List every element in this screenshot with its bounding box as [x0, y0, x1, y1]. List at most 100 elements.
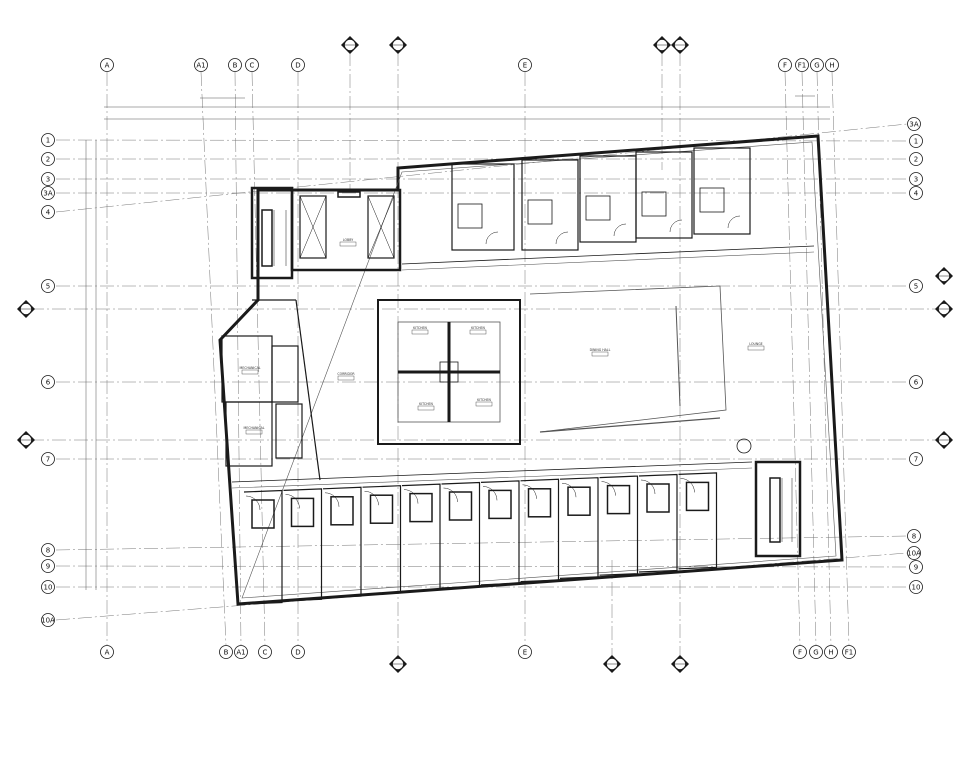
grid-bubble-top-a1: A1 [194, 58, 208, 72]
svg-text:D: D [295, 649, 300, 657]
grid-bubble-top-d: D [291, 58, 305, 72]
north-room-row [401, 147, 815, 271]
section-marker-12 [935, 431, 953, 449]
grid-bubble-left-4: 4 [41, 205, 55, 219]
grid-bubble-right-4: 4 [909, 186, 923, 200]
room-label-lounge: LOUNGE [749, 342, 762, 346]
grid-bubble-left-8: 8 [41, 543, 55, 557]
north-room-1 [451, 163, 515, 251]
section-marker-7 [671, 655, 689, 673]
grid-bubble-top-f: F [778, 58, 792, 72]
svg-text:A1: A1 [236, 649, 245, 657]
section-marker-5 [389, 655, 407, 673]
svg-text:2: 2 [914, 156, 918, 164]
section-marker-8 [17, 300, 35, 318]
svg-text:2: 2 [46, 156, 50, 164]
grid-bubble-right-9: 9 [909, 560, 923, 574]
room-label-mechanical-2: MECHANICAL [243, 426, 264, 430]
grid-bubble-top-a: A [100, 58, 114, 72]
svg-text:B: B [224, 649, 229, 657]
south-room-12 [678, 472, 718, 570]
stair-southeast [736, 438, 802, 558]
section-marker-6 [603, 655, 621, 673]
svg-text:6: 6 [914, 379, 919, 387]
room-label-corridor-west: CORRIDOR [337, 372, 355, 376]
grid-bubble-right-3: 3 [909, 172, 923, 186]
grid-bubble-bottom-h: H [824, 645, 838, 659]
grid-bubble-top-h: H [825, 58, 839, 72]
svg-text:10A: 10A [907, 550, 921, 558]
svg-text:8: 8 [46, 547, 50, 555]
svg-text:8: 8 [912, 533, 916, 541]
grid-bubble-right-3a: 3A [907, 117, 921, 131]
grid-bubble-top-c: C [245, 58, 259, 72]
svg-text:4: 4 [914, 190, 919, 198]
grid-bubble-right-10: 10 [909, 580, 923, 594]
south-room-11 [638, 473, 678, 573]
svg-text:10: 10 [912, 584, 921, 592]
grid-bubble-left-3: 3 [41, 172, 55, 186]
svg-text:7: 7 [46, 456, 50, 464]
grid-lines [30, 52, 940, 668]
grid-bubble-right-1: 1 [909, 134, 923, 148]
south-room-1 [243, 489, 283, 605]
grid-bubble-right-7: 7 [909, 452, 923, 466]
room-label-kitchen-2: KITCHEN [471, 326, 485, 330]
svg-text:5: 5 [914, 283, 918, 291]
dimension-strings [85, 95, 830, 590]
north-room-4 [635, 151, 693, 239]
grid-bubble-bottom-c: C [258, 645, 272, 659]
svg-text:C: C [250, 62, 255, 70]
svg-text:D: D [295, 62, 300, 70]
grid-bubble-bottom-d: D [291, 645, 305, 659]
grid-bubble-left-2: 2 [41, 152, 55, 166]
grid-bubble-right-5: 5 [909, 279, 923, 293]
svg-text:A: A [105, 649, 110, 657]
svg-text:6: 6 [46, 379, 51, 387]
south-room-5 [401, 483, 441, 592]
grid-bubble-bottom-a: A [100, 645, 114, 659]
section-marker-11 [935, 300, 953, 318]
svg-text:7: 7 [914, 456, 918, 464]
svg-text:4: 4 [46, 209, 51, 217]
svg-text:1: 1 [46, 137, 50, 145]
grid-bubble-left-7: 7 [41, 452, 55, 466]
grid-bubble-top-g: G [810, 58, 824, 72]
svg-text:F1: F1 [798, 62, 806, 70]
room-label-dining-hall: DINING HALL [590, 348, 611, 352]
south-room-row [231, 461, 753, 605]
grid-bubble-left-5: 5 [41, 279, 55, 293]
section-marker-9 [17, 431, 35, 449]
svg-text:9: 9 [914, 564, 918, 572]
south-room-8 [520, 478, 560, 583]
svg-text:A1: A1 [196, 62, 205, 70]
north-room-2 [521, 159, 579, 251]
section-marker-3 [653, 36, 671, 54]
room-label-mechanical-1: MECHANICAL [239, 366, 260, 370]
room-label-kitchen-4: KITCHEN [477, 398, 491, 402]
room-label-kitchen-3: KITCHEN [419, 402, 433, 406]
svg-text:G: G [813, 649, 818, 657]
north-room-3 [579, 155, 637, 243]
svg-text:F: F [783, 62, 787, 70]
south-room-6 [441, 481, 481, 589]
grid-bubble-left-6: 6 [41, 375, 55, 389]
grid-bubble-bottom-b: B [219, 645, 233, 659]
grid-bubble-left-10: 10 [41, 580, 55, 594]
svg-text:5: 5 [46, 283, 50, 291]
svg-text:10A: 10A [41, 617, 55, 625]
west-wing [221, 299, 321, 481]
section-markers [17, 36, 953, 673]
room-label-kitchen-1: KITCHEN [413, 326, 427, 330]
south-room-2 [283, 488, 323, 602]
section-marker-4 [671, 36, 689, 54]
grid-bubble-bottom-f1: F1 [842, 645, 856, 659]
svg-text:G: G [814, 62, 819, 70]
grid-bubble-bottom-f: F [793, 645, 807, 659]
grid-bubble-right-2: 2 [909, 152, 923, 166]
svg-text:A: A [105, 62, 110, 70]
south-room-4 [362, 485, 402, 595]
section-marker-1 [341, 36, 359, 54]
svg-text:E: E [523, 649, 527, 657]
